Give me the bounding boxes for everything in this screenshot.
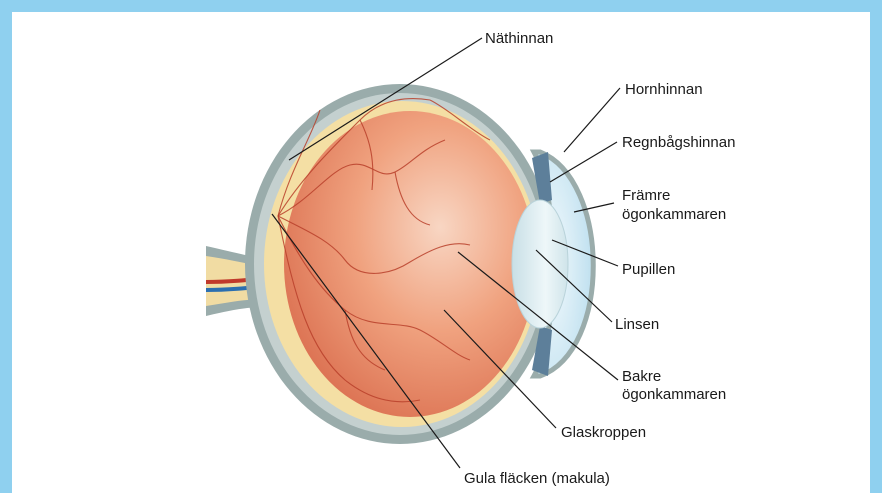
label-regnbagshinnan: Regnbågshinnan [622, 134, 735, 151]
label-framre-line1: Främre [622, 187, 670, 204]
label-bakre-line1: Bakre [622, 368, 661, 385]
label-linsen: Linsen [615, 316, 659, 333]
label-bakre-line2: ögonkammaren [622, 386, 726, 403]
label-glaskroppen: Glaskroppen [561, 424, 646, 441]
vitreous-body [284, 111, 536, 417]
lens [512, 200, 568, 328]
label-nathinnan: Näthinnan [485, 30, 553, 47]
label-pupillen: Pupillen [622, 261, 675, 278]
label-gula-flacken: Gula fläcken (makula) [464, 470, 610, 487]
label-hornhinnan: Hornhinnan [625, 81, 703, 98]
label-framre-line2: ögonkammaren [622, 206, 726, 223]
